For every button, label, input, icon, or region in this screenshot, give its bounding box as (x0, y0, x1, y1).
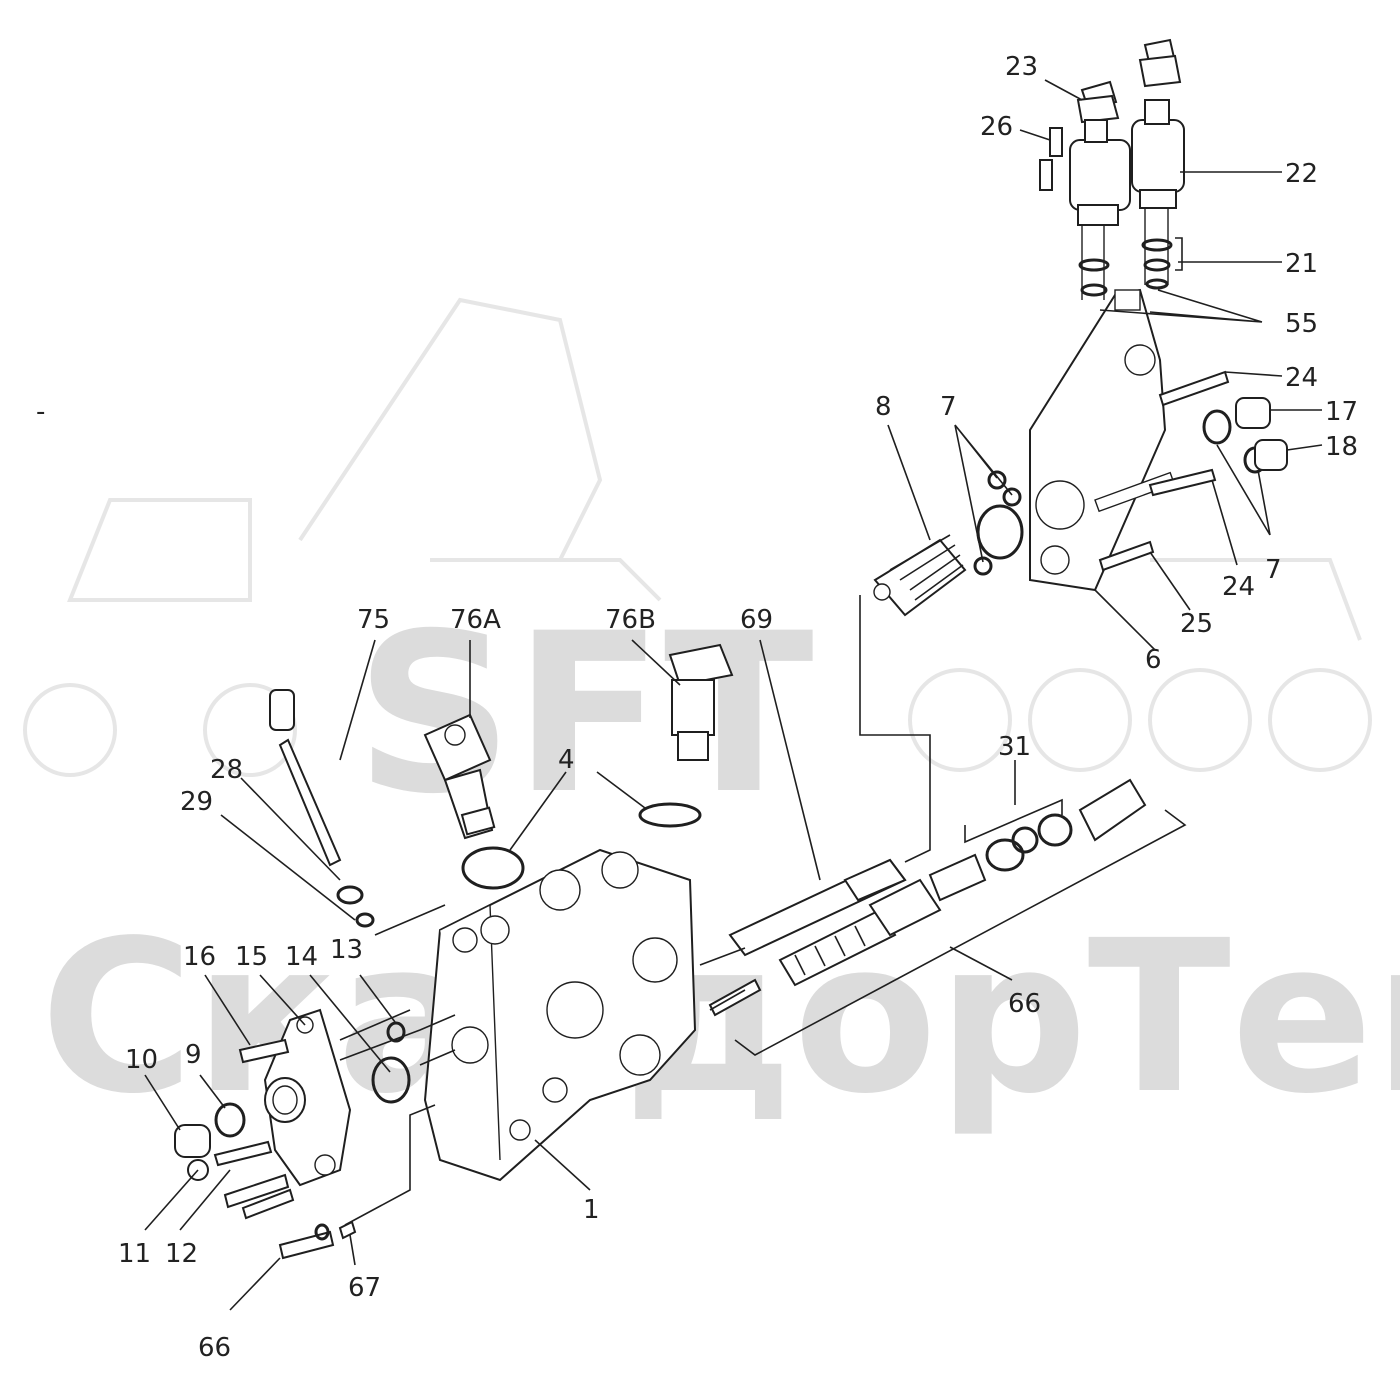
spool-69 (728, 858, 907, 957)
callout-28: 28 (210, 755, 243, 785)
seals-13-14 (371, 1021, 411, 1104)
spring-8 (873, 534, 967, 617)
callout-26: 26 (980, 112, 1013, 142)
spool-parts-31 (985, 778, 1147, 872)
solenoid-bolts (1039, 127, 1063, 191)
callout-14: 14 (285, 942, 318, 972)
callout-1: 1 (583, 1195, 600, 1225)
solenoid-o-rings (1078, 238, 1173, 297)
solenoid-housing (1029, 288, 1176, 592)
callout-24-top: 24 (1285, 363, 1318, 393)
solenoid-right (1131, 38, 1185, 285)
housing-seals-7 (973, 470, 1024, 576)
watermark-company: СкандорТек (40, 895, 1400, 1140)
callout-10: 10 (125, 1045, 158, 1075)
callout-13: 13 (330, 935, 363, 965)
callout-15: 15 (235, 942, 268, 972)
callout-22: 22 (1285, 159, 1318, 189)
callout-4: 4 (558, 745, 575, 775)
leader-lines (144, 79, 1323, 1311)
callout-25: 25 (1180, 609, 1213, 639)
valve-76A (423, 713, 496, 840)
valve-76B (668, 643, 734, 761)
callout-76B: 76B (605, 605, 656, 635)
callout-55: 55 (1285, 309, 1318, 339)
cover-plate (263, 1008, 352, 1187)
callout-69: 69 (740, 605, 773, 635)
callout-16: 16 (183, 942, 216, 972)
callout-21: 21 (1285, 249, 1318, 279)
callout-6: 6 (1145, 645, 1162, 675)
valve-body (423, 848, 697, 1182)
callout-31: 31 (998, 732, 1031, 762)
valve-75 (269, 689, 375, 928)
plugs-17-18 (1202, 397, 1288, 474)
housing-bolts (1098, 370, 1230, 572)
callout-75: 75 (357, 605, 390, 635)
callout-66-right: 66 (1008, 989, 1041, 1019)
solenoid-left (1069, 80, 1131, 300)
callout-18: 18 (1325, 432, 1358, 462)
callout-66-bottom: 66 (198, 1333, 231, 1363)
callout-17: 17 (1325, 397, 1358, 427)
callout-67: 67 (348, 1273, 381, 1303)
callout-labels: 23 26 22 21 55 24 17 18 8 7 7 24 25 6 75… (36, 52, 1358, 1363)
stray-mark: - (36, 397, 45, 427)
spring-assembly (708, 853, 987, 1017)
callout-29: 29 (180, 787, 213, 817)
callout-8: 8 (875, 392, 892, 422)
callout-24-bottom: 24 (1222, 572, 1255, 602)
callout-11: 11 (118, 1239, 151, 1269)
callout-12: 12 (165, 1239, 198, 1269)
callout-76A: 76A (450, 605, 501, 635)
callout-7-left: 7 (940, 392, 957, 422)
watermark-machinery-art (23, 297, 1372, 777)
o-rings-4 (461, 802, 702, 890)
watermark-brand: SFT (355, 586, 814, 842)
callout-9: 9 (185, 1040, 202, 1070)
callout-23: 23 (1005, 52, 1038, 82)
callout-7-right: 7 (1265, 555, 1282, 585)
